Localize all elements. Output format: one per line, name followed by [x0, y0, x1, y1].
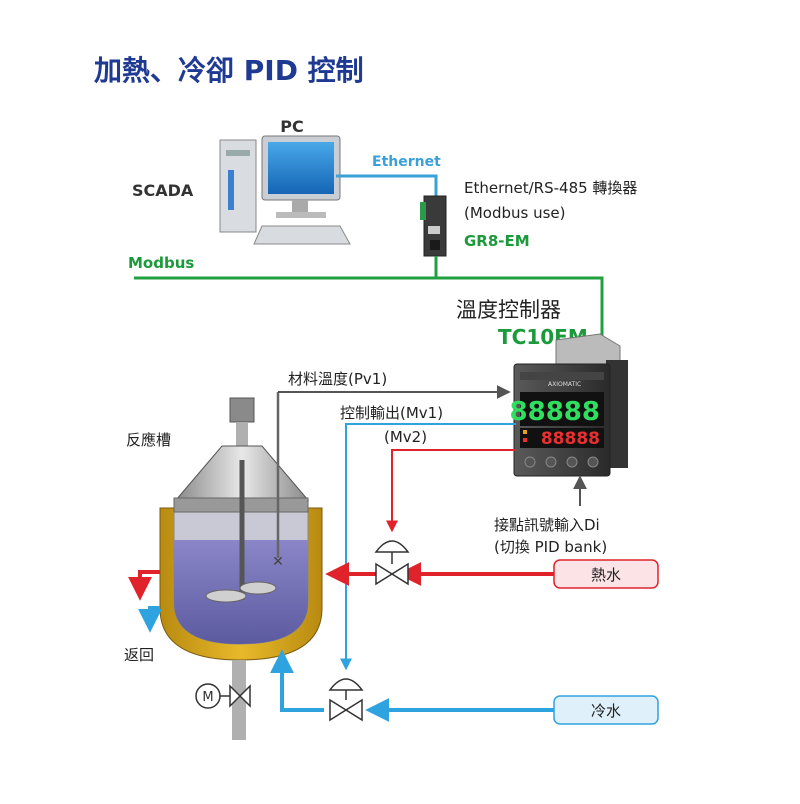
- sensor-tip-icon: ✕: [272, 554, 284, 570]
- scada-label: SCADA: [132, 181, 194, 200]
- sv-display: 88888: [541, 429, 600, 449]
- modbus-line: [134, 276, 604, 358]
- hot-water-box: [553, 559, 659, 589]
- controller-name: 溫度控制器: [456, 298, 561, 322]
- mv1-label: 控制輸出(Mv1): [340, 404, 443, 422]
- hot-water-label: 熱水: [591, 566, 621, 584]
- cold-water-label: 冷水: [591, 702, 621, 720]
- reactor-tank: [159, 397, 323, 740]
- controller-key-3[interactable]: [566, 456, 578, 468]
- ethernet-label: Ethernet: [372, 154, 441, 170]
- ethernet-cable: [336, 174, 438, 198]
- converter-device: [420, 195, 447, 257]
- cold-water-box: [553, 695, 659, 725]
- return-label: 返回: [124, 646, 154, 664]
- converter-model: GR8-EM: [464, 232, 530, 250]
- di-sublabel: (切換 PID bank): [494, 538, 607, 556]
- converter-label: Ethernet/RS-485 轉換器: [464, 179, 637, 197]
- temperature-controller: AXIOMATIC 88888 88888: [510, 333, 628, 477]
- pc-computer: [219, 135, 351, 245]
- pc-label: PC: [280, 117, 303, 136]
- mv2-signal-line: [386, 449, 516, 533]
- hot-water-valve[interactable]: [374, 540, 410, 586]
- svg-text:M: M: [202, 690, 213, 705]
- mv1-signal-line: [340, 423, 516, 671]
- controller-key-1[interactable]: [524, 456, 536, 468]
- controller-brand: AXIOMATIC: [548, 381, 581, 388]
- converter-sublabel: (Modbus use): [464, 204, 566, 222]
- hot-return-pipe: [128, 570, 160, 601]
- reactor-label: 反應槽: [126, 431, 171, 449]
- controller-key-4[interactable]: [587, 456, 599, 468]
- di-label: 接點訊號輸入Di: [494, 516, 600, 534]
- page-title: 加熱、冷卻 PID 控制: [94, 54, 364, 87]
- cold-water-inlet: [270, 649, 324, 712]
- cold-water-valve[interactable]: [328, 678, 364, 722]
- modbus-label: Modbus: [128, 254, 194, 272]
- drain-motor-valve[interactable]: M: [195, 683, 251, 709]
- pv1-label: 材料溫度(Pv1): [288, 370, 387, 388]
- pv-display: 88888: [510, 397, 600, 427]
- controller-key-2[interactable]: [545, 456, 557, 468]
- mv2-label: (Mv2): [384, 428, 427, 446]
- cold-return-pipe: [138, 606, 162, 633]
